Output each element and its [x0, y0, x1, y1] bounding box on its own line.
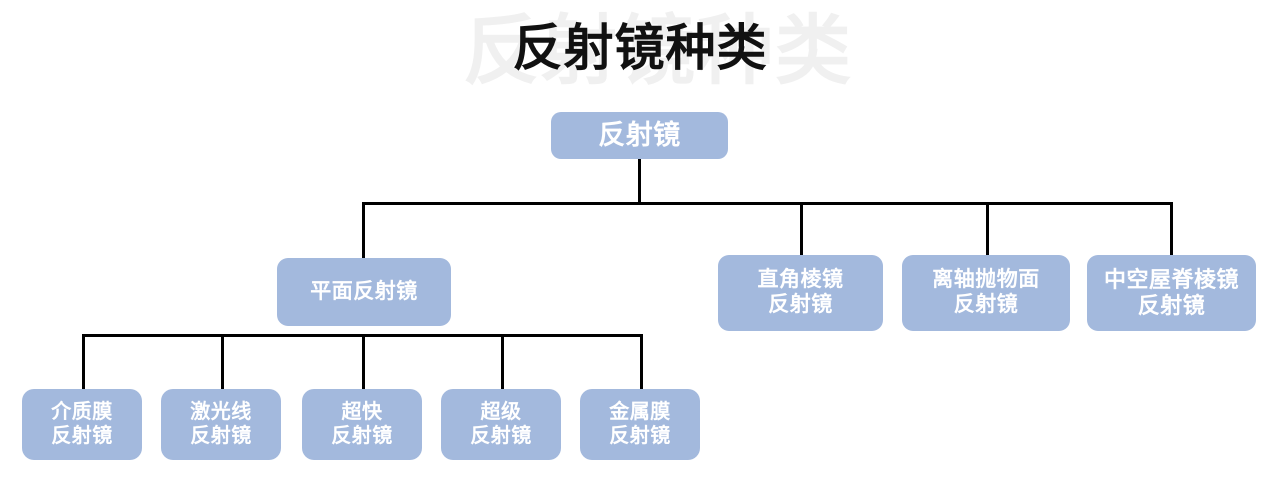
connector-drop-leaf-4	[501, 334, 504, 389]
node-hollow-roof-prism-reflector[interactable]: 中空屋脊棱镜 反射镜	[1087, 255, 1256, 331]
node-dielectric-film-reflector[interactable]: 介质膜 反射镜	[22, 389, 142, 460]
connector-root-stem	[638, 158, 641, 205]
page-title: 反射镜种类	[512, 20, 768, 76]
node-flat-reflector[interactable]: 平面反射镜	[277, 258, 451, 326]
connector-drop-level2-1	[362, 202, 365, 258]
connector-drop-leaf-5	[640, 334, 643, 389]
node-laser-line-reflector[interactable]: 激光线 反射镜	[161, 389, 281, 460]
connector-drop-leaf-1	[82, 334, 85, 389]
page-title-area: 反射镜种类 反射镜种类	[0, 0, 1280, 110]
node-right-angle-prism-reflector[interactable]: 直角棱镜 反射镜	[718, 255, 883, 331]
connector-drop-level2-3	[986, 202, 989, 258]
node-off-axis-parabolic-reflector[interactable]: 离轴抛物面 反射镜	[902, 255, 1070, 331]
node-root-reflector[interactable]: 反射镜	[551, 112, 728, 159]
connector-drop-leaf-3	[362, 334, 365, 389]
connector-drop-level2-4	[1170, 202, 1173, 258]
connector-drop-leaf-2	[221, 334, 224, 389]
node-metal-film-reflector[interactable]: 金属膜 反射镜	[580, 389, 700, 460]
connector-drop-level2-2	[800, 202, 803, 258]
title-watermark: 反射镜种类	[463, 9, 853, 94]
node-ultrafast-reflector[interactable]: 超快 反射镜	[302, 389, 422, 460]
node-super-reflector[interactable]: 超级 反射镜	[441, 389, 561, 460]
connector-level2-bus	[362, 202, 1173, 205]
